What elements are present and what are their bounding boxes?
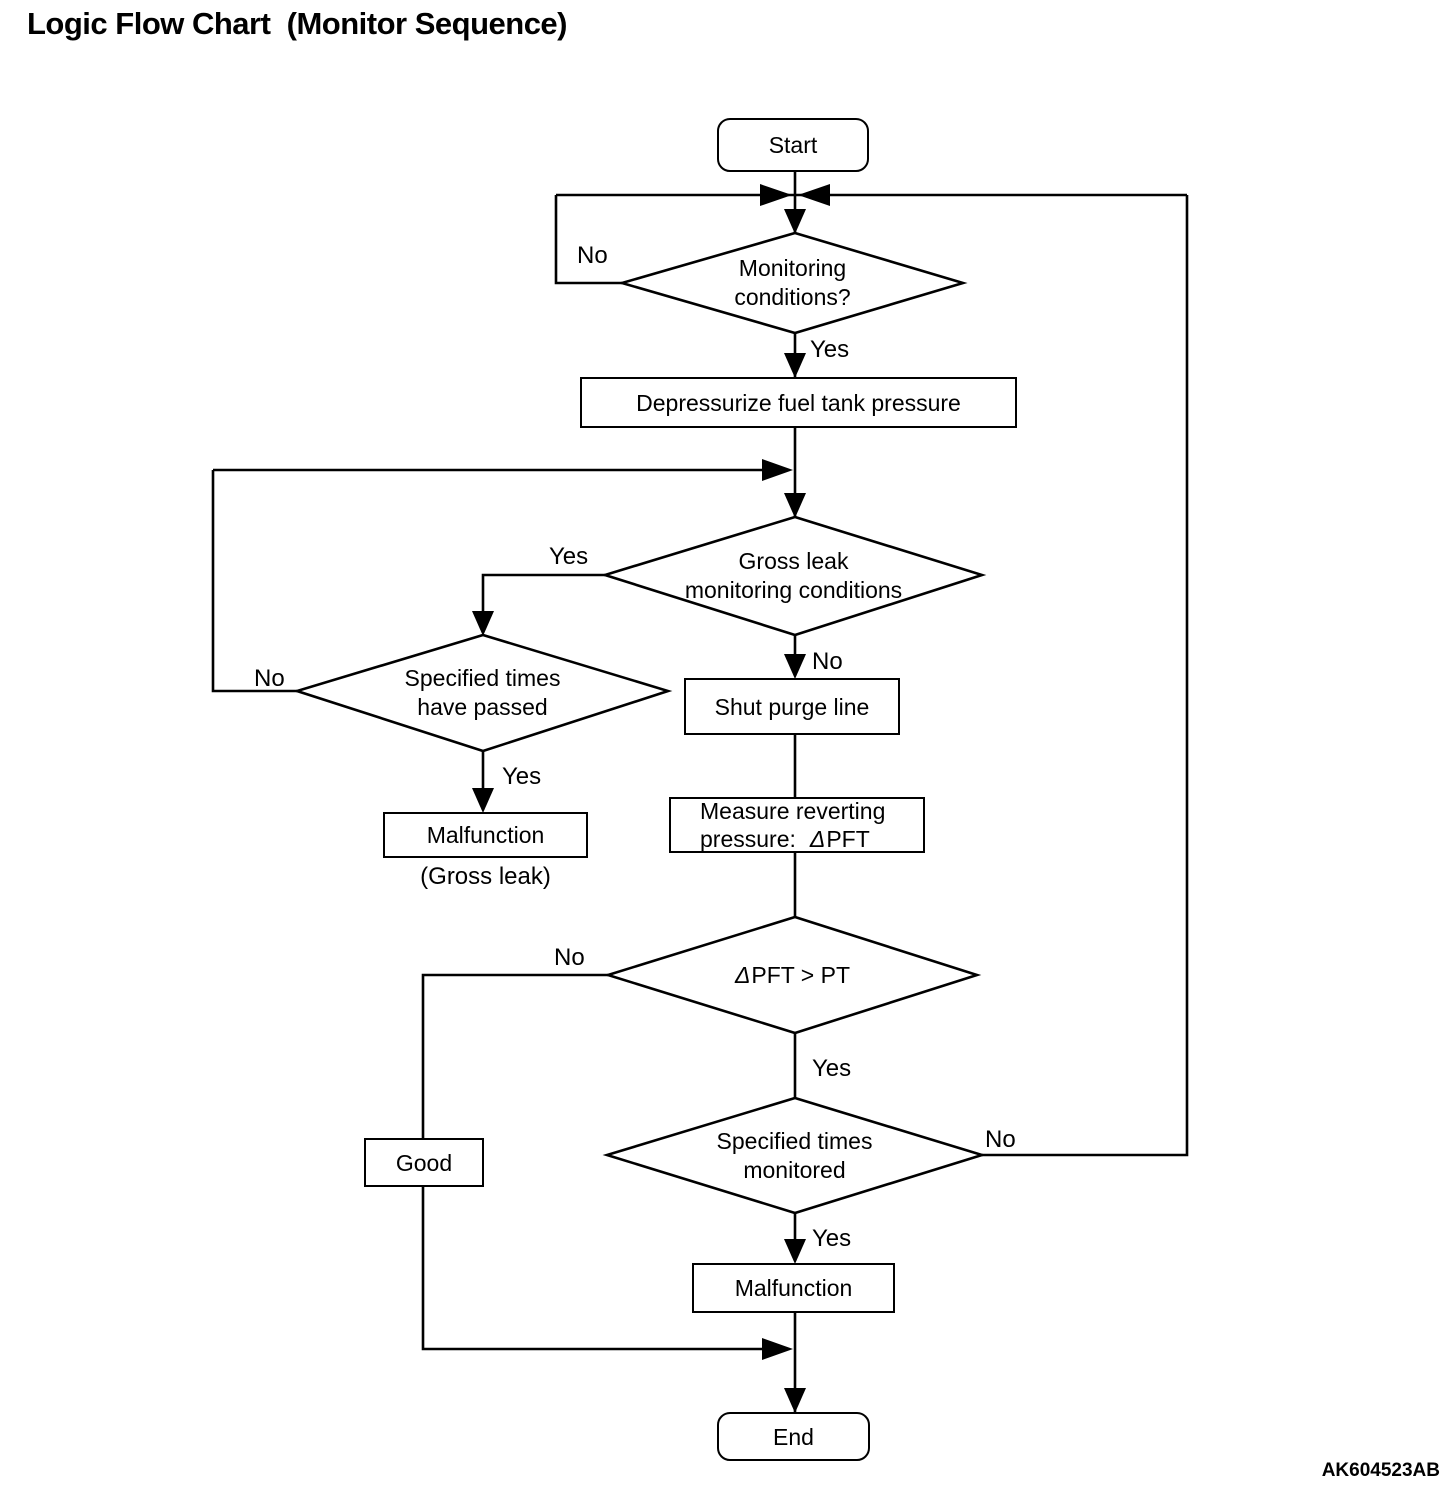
decision-dpft-gt-pt — [603, 915, 982, 1035]
monitoring-line1: Monitoring — [738, 255, 847, 281]
dpft-gt-pt-text: ΔPFT > PT — [608, 917, 977, 1033]
depressurize-node: Depressurize fuel tank pressure — [580, 377, 1017, 428]
times-passed-text: Specified times have passed — [297, 635, 668, 751]
arrowhead-into-end — [784, 1388, 806, 1413]
arrowhead-into-times-passed — [472, 611, 494, 636]
branch-dpft-no: No — [554, 944, 585, 971]
decision-times-monitored — [602, 1096, 987, 1215]
edge-gross-leak-yes — [481, 573, 605, 633]
branch-gross-leak-no: No — [812, 648, 843, 675]
start-node: Start — [717, 118, 869, 172]
measure-line1: Measure reverting — [700, 798, 886, 824]
malfunction-gross-leak-label: Malfunction — [426, 822, 545, 848]
end-node: End — [717, 1412, 870, 1461]
branch-times-monitored-yes: Yes — [812, 1225, 852, 1252]
arrowhead-into-depressurize — [784, 353, 806, 378]
measure-line2: pressure:ΔPFT — [700, 826, 870, 852]
arrowhead-into-monitoring — [784, 209, 806, 234]
measure-reverting-node: Measure reverting pressure:ΔPFT — [669, 797, 925, 853]
delta-symbol: Δ — [734, 961, 751, 988]
gross-leak-line1: Gross leak — [738, 548, 849, 574]
arrowhead-bottom-junction — [762, 1338, 793, 1360]
arrowhead-into-malfunction-gross — [472, 788, 494, 813]
arrowhead-into-malfunction — [784, 1239, 806, 1264]
monitoring-conditions-text: Monitoring conditions? — [622, 233, 963, 333]
times-monitored-line1: Specified times — [716, 1127, 873, 1154]
depressurize-label: Depressurize fuel tank pressure — [636, 389, 961, 416]
start-label: Start — [768, 132, 818, 158]
dpft-line: ΔPFT > PT — [734, 961, 851, 988]
monitoring-line2: conditions? — [734, 284, 851, 310]
times-passed-line2: have passed — [417, 694, 548, 720]
branch-monitoring-no: No — [577, 242, 608, 269]
gross-leak-line2: monitoring conditions — [684, 577, 903, 603]
branch-times-passed-yes: Yes — [502, 763, 542, 790]
decision-gross-leak-conditions — [600, 515, 987, 637]
gross-leak-conditions-text: Gross leak monitoring conditions — [605, 517, 982, 635]
times-monitored-text: Specified times monitored — [607, 1098, 982, 1213]
arrowhead-into-shut-purge — [784, 654, 806, 679]
gross-leak-note: (Gross leak) — [420, 863, 551, 890]
edge-monitoring-no-loop — [554, 195, 622, 285]
malfunction-label: Malfunction — [734, 1275, 853, 1301]
edge-times-passed-no-loop — [211, 470, 297, 693]
end-label: End — [773, 1423, 814, 1450]
measure-reverting-label: Measure reverting pressure:ΔPFT — [700, 797, 885, 853]
edge-good-to-junction — [421, 1187, 782, 1351]
arrowhead-top-junction-left — [760, 184, 792, 206]
branch-dpft-yes: Yes — [812, 1055, 852, 1082]
shut-purge-line-node: Shut purge line — [684, 678, 900, 735]
arrowhead-mid-junction — [762, 459, 793, 481]
branch-gross-leak-yes: Yes — [549, 543, 589, 570]
branch-times-passed-no: No — [254, 665, 285, 692]
good-node: Good — [364, 1138, 484, 1187]
arrowhead-into-gross-leak — [784, 493, 806, 518]
good-label: Good — [395, 1149, 453, 1176]
shut-purge-line-label: Shut purge line — [714, 693, 870, 720]
times-monitored-line2: monitored — [743, 1156, 846, 1183]
edge-dpft-no — [421, 973, 608, 1138]
delta-symbol: Δ — [809, 826, 826, 852]
figure-code: AK604523AB — [1321, 1460, 1440, 1481]
malfunction-gross-leak-node: Malfunction — [383, 812, 588, 858]
page-title: Logic Flow Chart (Monitor Sequence) — [27, 6, 568, 41]
branch-times-monitored-no: No — [985, 1126, 1016, 1153]
arrowhead-top-junction-right — [798, 184, 830, 206]
decision-monitoring-conditions — [617, 231, 968, 335]
malfunction-node: Malfunction — [692, 1263, 895, 1313]
decision-times-passed — [292, 633, 673, 753]
branch-monitoring-yes: Yes — [810, 336, 850, 363]
times-passed-line1: Specified times — [404, 665, 561, 691]
edge-times-monitored-no-loop — [982, 195, 1189, 1157]
